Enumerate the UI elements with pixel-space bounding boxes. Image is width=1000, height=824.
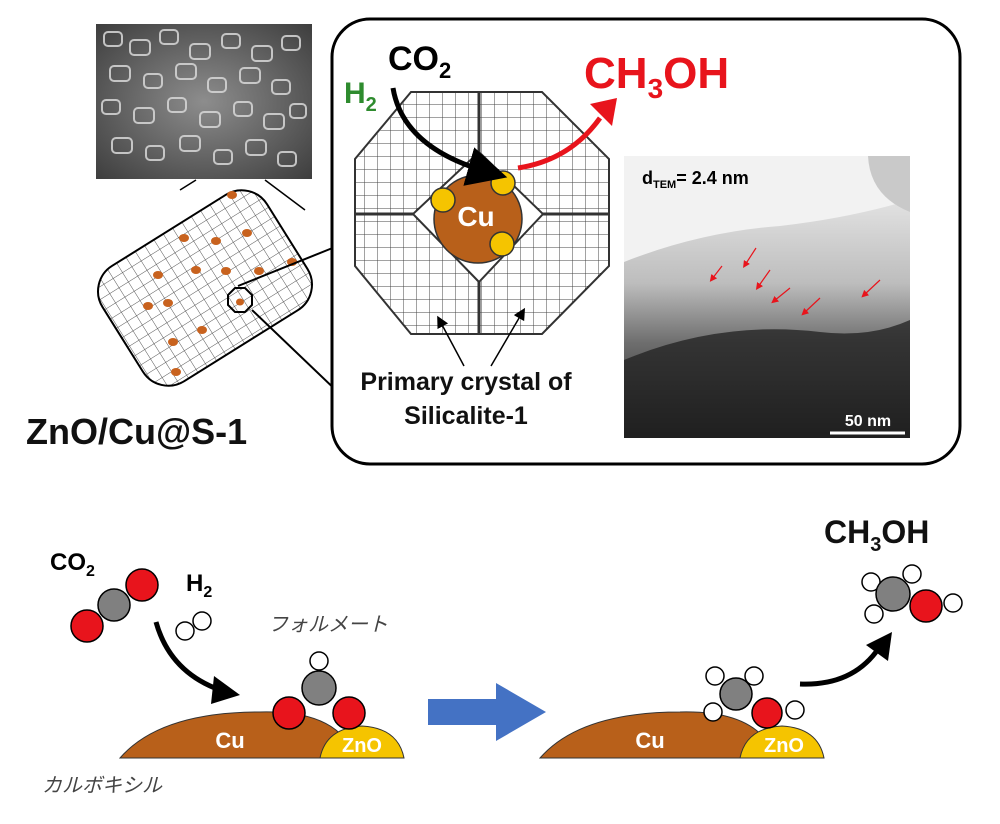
- desorption-arrow: [799, 650, 878, 687]
- methoxy-intermediate: [703, 666, 805, 729]
- desorption-arrowhead: [866, 632, 892, 661]
- crystal-caption-line1: Primary crystal of: [360, 368, 572, 396]
- ch3oh-label-bottom: CH3OH: [824, 514, 929, 556]
- crystal-caption-line2: Silicalite-1: [404, 402, 528, 430]
- zoom-indicator: [227, 287, 253, 313]
- zno-label-left: ZnO: [342, 735, 382, 757]
- product-arrow: [517, 116, 603, 171]
- methanol-molecule: [861, 564, 963, 624]
- reactant-arrow: [390, 87, 508, 186]
- cu-label-left: Cu: [215, 728, 244, 753]
- co2-label-top: CO2: [388, 40, 451, 83]
- scale-bar-label: 50 nm: [845, 413, 891, 430]
- catalyst-surface-right: [538, 711, 825, 759]
- product-arrowhead: [590, 98, 617, 126]
- co2-label-bottom: CO2: [50, 549, 95, 580]
- cu-particle: Cu: [430, 170, 523, 264]
- zoom-line-top: [237, 246, 336, 287]
- cu-label: Cu: [457, 201, 494, 232]
- co2-molecule: [70, 568, 159, 643]
- sem-projection-left: [179, 179, 197, 191]
- ch3oh-label-top: CH3OH: [584, 49, 729, 104]
- zno-label-right: ZnO: [764, 735, 804, 757]
- zoom-line-bottom: [251, 309, 343, 397]
- h2-molecule: [175, 611, 212, 641]
- adsorption-arrow: [153, 621, 221, 693]
- formate-label: フォルメート: [268, 612, 388, 636]
- zeolite-crystal: [97, 189, 313, 387]
- tem-micrograph: [624, 156, 910, 438]
- cu-label-right: Cu: [635, 728, 664, 753]
- sem-projection-right: [264, 179, 306, 211]
- sem-micrograph: [96, 24, 312, 179]
- caption-arrow-left: [437, 315, 465, 367]
- adsorption-arrowhead: [211, 676, 240, 704]
- caption-arrow-right: [490, 307, 526, 367]
- h2-label-bottom: H2: [186, 570, 212, 601]
- formate-intermediate: [272, 651, 366, 730]
- carboxyl-label: カルボキシル: [42, 773, 163, 797]
- step-arrow: [428, 683, 546, 741]
- material-label: ZnO/Cu@S-1: [26, 411, 247, 452]
